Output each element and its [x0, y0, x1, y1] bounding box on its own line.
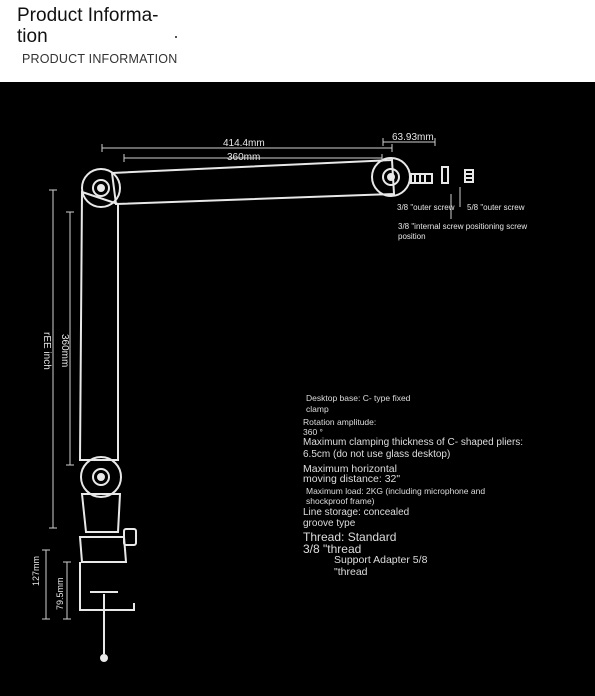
diagram-area: 414.4mm 360mm 63.93mm 360mm rEE inch 127…	[0, 82, 595, 691]
screw-58	[464, 169, 474, 183]
spec-horizontal-1: Maximum horizontal	[303, 463, 397, 475]
spec-load-2: shockproof frame)	[306, 496, 375, 506]
spec-thread-1: Thread: Standard	[303, 530, 397, 544]
spec-adapter-1: Support Adapter 5/8	[334, 554, 428, 566]
clamp-body	[78, 536, 128, 563]
base-joint	[80, 456, 122, 498]
dim-clamp-opening: 79.5mm	[55, 577, 65, 610]
title-line: Product Informa- tion	[17, 5, 159, 47]
spec-thread-2: 3/8 "thread	[303, 542, 362, 556]
spec-rotation-2: 360 °	[303, 427, 323, 437]
dim-clamp-height: 127mm	[31, 556, 41, 586]
spec-clamping-2: 6.5cm (do not use glass desktop)	[303, 449, 451, 460]
base-post	[80, 493, 122, 533]
spec-desktop-base-2: clamp	[306, 404, 329, 414]
dim-arm-width: 360mm	[227, 152, 260, 163]
vertical-arm	[78, 190, 119, 461]
dim-head-width: 63.93mm	[392, 132, 434, 143]
spec-rotation-1: Rotation amplitude:	[303, 417, 377, 427]
page-title: Product Informa- tion	[17, 5, 177, 47]
spec-clamping-1: Maximum clamping thickness of C- shaped …	[303, 437, 524, 448]
label-internal-screw-2: position	[398, 232, 426, 241]
header-dot	[175, 36, 177, 38]
dim-overall-width: 414.4mm	[223, 138, 265, 149]
label-outer-screw-58: 5/8 "outer screw	[467, 203, 525, 212]
header-band: Product Informa- tion PRODUCT INFORMATIO…	[0, 0, 595, 82]
spec-line-1: Line storage: concealed	[303, 507, 410, 518]
spec-adapter-2: "thread	[334, 566, 368, 578]
clamp-jaw	[79, 562, 135, 611]
spec-line-2: groove type	[303, 518, 356, 529]
dim-vertical-arm-inch: rEE inch	[41, 332, 52, 370]
spec-load-1: Maximum load: 2KG (including microphone …	[306, 486, 486, 496]
label-internal-screw: 3/8 "internal screw positioning screw	[398, 222, 527, 231]
horizontal-arm	[110, 158, 396, 206]
screw-positioner	[441, 166, 449, 184]
shoulder-joint	[81, 168, 121, 208]
spec-desktop-base-1: Desktop base: C- type fixed	[306, 393, 411, 403]
clamp-knob	[123, 528, 137, 546]
spec-horizontal-2: moving distance: 32"	[303, 473, 401, 485]
label-outer-screw-38: 3/8 "outer screw	[397, 203, 455, 212]
boom-arm-drawing: 414.4mm 360mm 63.93mm 360mm rEE inch 127…	[31, 132, 527, 662]
page-subtitle: PRODUCT INFORMATION	[22, 52, 178, 66]
dim-vertical-arm: 360mm	[59, 334, 70, 367]
